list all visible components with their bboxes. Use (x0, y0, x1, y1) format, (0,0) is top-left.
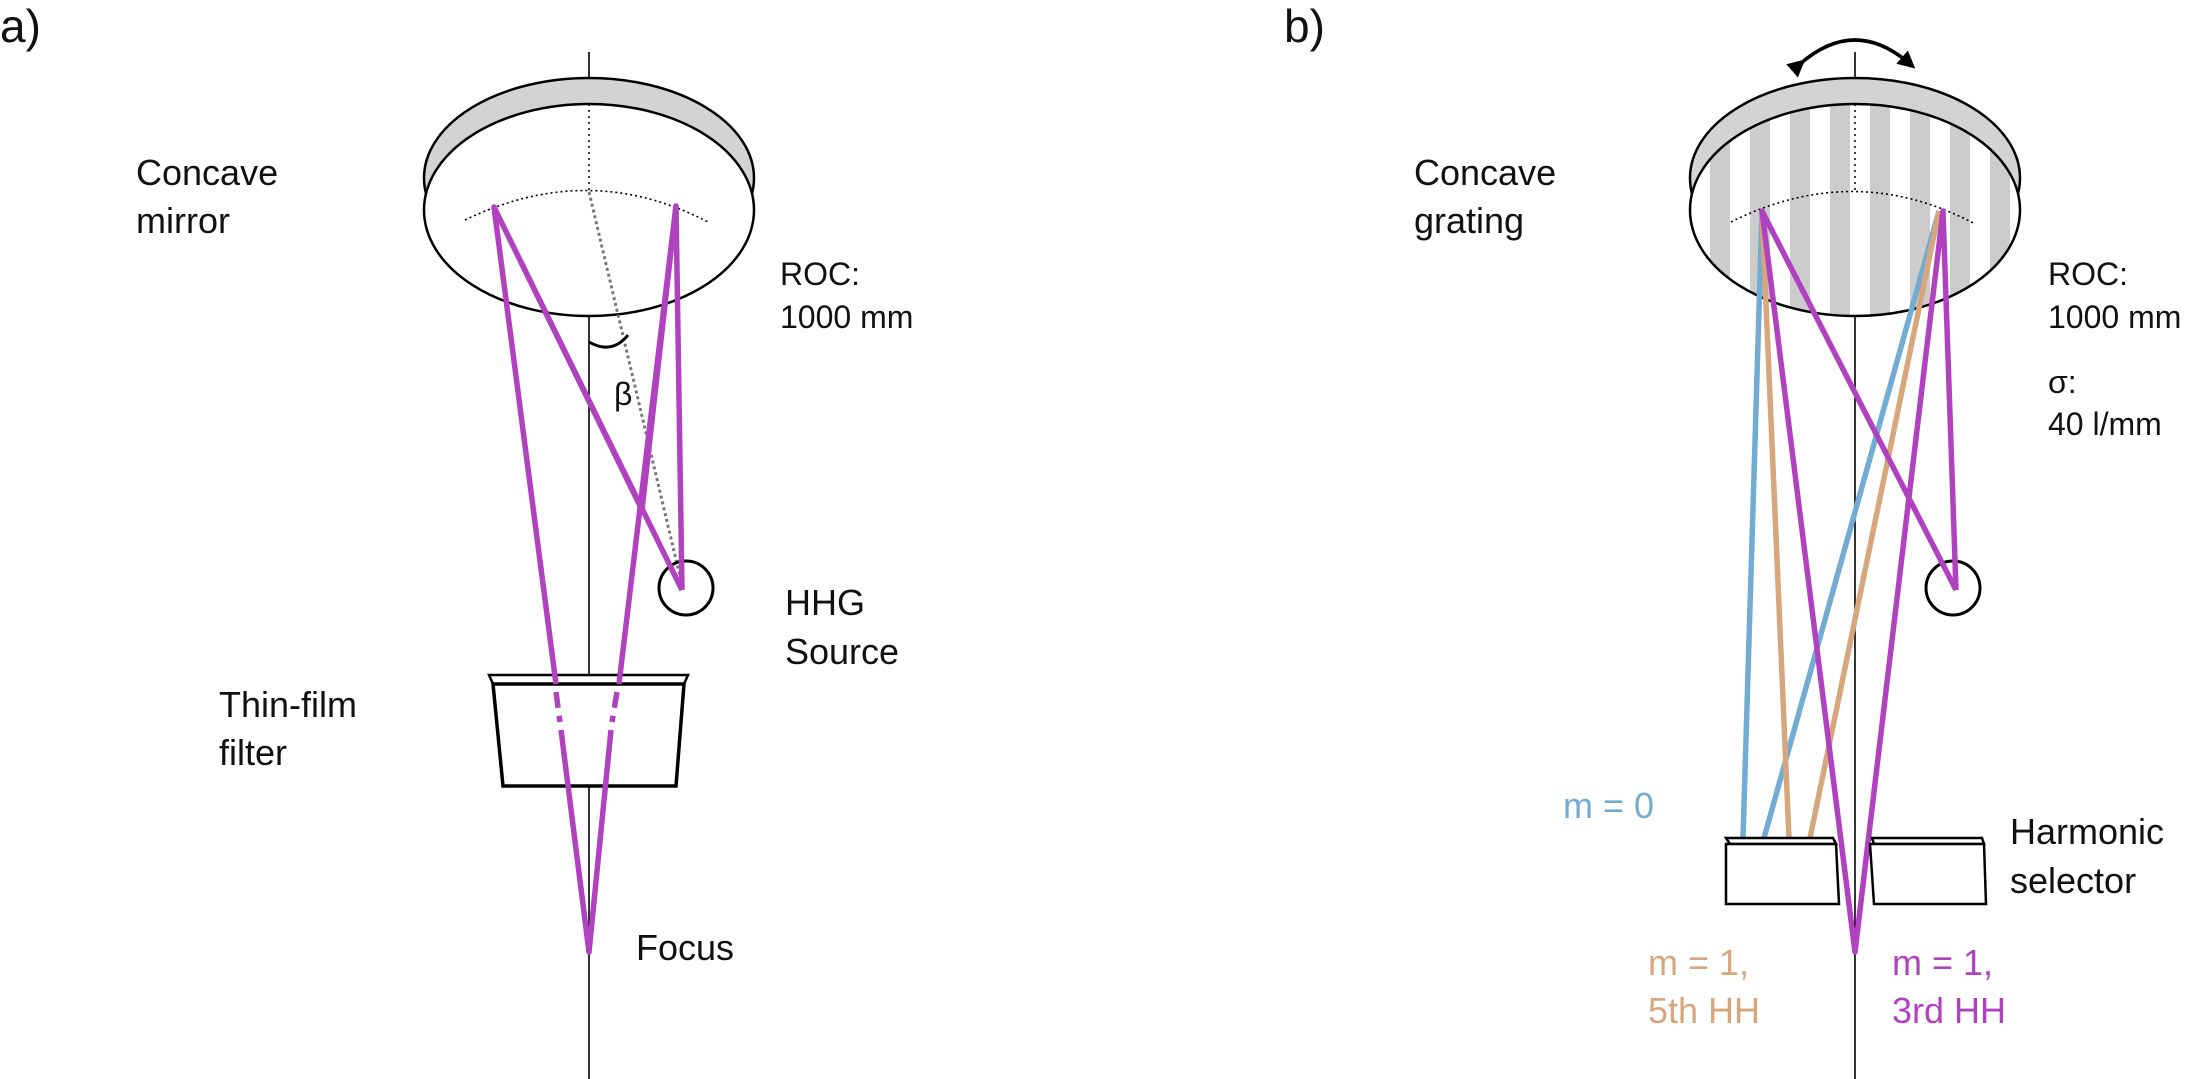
rotation-arrow-icon (1786, 38, 1916, 78)
harmonic-selector (1723, 836, 1988, 906)
angle-beta-label: β (614, 376, 632, 412)
m0-label: m = 0 (1563, 785, 1654, 826)
mirror-label-line1: Concave (136, 152, 278, 193)
thin-film-filter (487, 673, 690, 788)
sigma-label-line2: 40 l/mm (2048, 406, 2162, 442)
m1-5th-label-line2: 5th HH (1648, 990, 1760, 1031)
hhg-source-circle (657, 559, 715, 617)
panel-a-label: a) (0, 0, 41, 52)
order-1-3rd-beam (1759, 208, 1959, 955)
panel-a: a) β Conc (0, 0, 913, 1079)
panel-b: b) (1284, 0, 2181, 1079)
m1-5th-label-line1: m = 1, (1648, 942, 1749, 983)
roc-label-line2-b: 1000 mm (2048, 299, 2181, 335)
filter-label-line1: Thin-film (219, 684, 357, 725)
mirror-label-line2: mirror (136, 200, 230, 241)
order-0-beam (1740, 210, 1942, 839)
roc-label-line1-a: ROC: (780, 256, 860, 292)
grating-label-line2: grating (1414, 200, 1524, 241)
roc-label-line1-b: ROC: (2048, 256, 2128, 292)
m1-3rd-label-line1: m = 1, (1892, 942, 1993, 983)
selector-label-line2: selector (2010, 860, 2136, 901)
source-label-line1: HHG (785, 582, 865, 623)
focus-label: Focus (636, 927, 734, 968)
filter-label-line2: filter (219, 732, 287, 773)
roc-label-line2-a: 1000 mm (780, 299, 913, 335)
normal-line-dotted (587, 191, 684, 586)
m1-3rd-label-line2: 3rd HH (1892, 990, 2006, 1031)
panel-b-label: b) (1284, 0, 1325, 52)
hhg-beam-path (491, 203, 685, 955)
selector-label-line1: Harmonic (2010, 811, 2164, 852)
source-label-line2: Source (785, 631, 899, 672)
concave-mirror (422, 76, 756, 318)
angle-arc (588, 334, 630, 349)
sigma-label-line1: σ: (2048, 364, 2077, 400)
grating-label-line1: Concave (1414, 152, 1556, 193)
concave-grating (1688, 76, 2022, 318)
order-1-5th-beam (1759, 210, 1942, 839)
